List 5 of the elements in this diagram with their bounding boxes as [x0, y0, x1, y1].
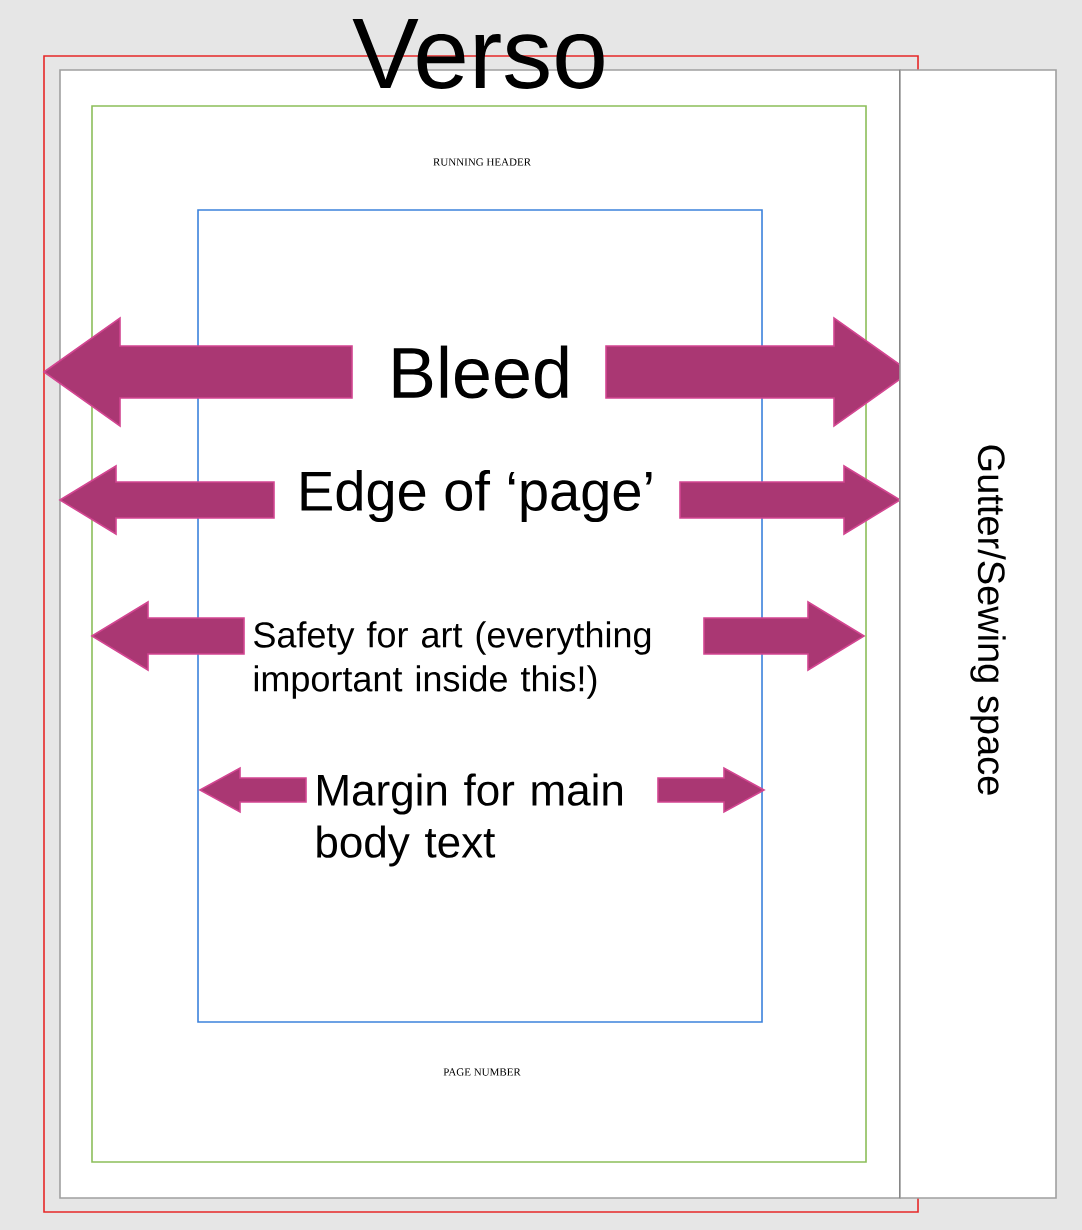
margin-label: Margin for main body text — [317, 773, 622, 867]
safety-label: Safety for art (everything important inside this!) — [254, 621, 651, 699]
page-edge-label: Edge of ‘page’ — [301, 469, 652, 523]
bleed-label: Bleed — [393, 345, 568, 399]
gutter-box: Gutter/Sewing space — [899, 69, 1057, 1199]
